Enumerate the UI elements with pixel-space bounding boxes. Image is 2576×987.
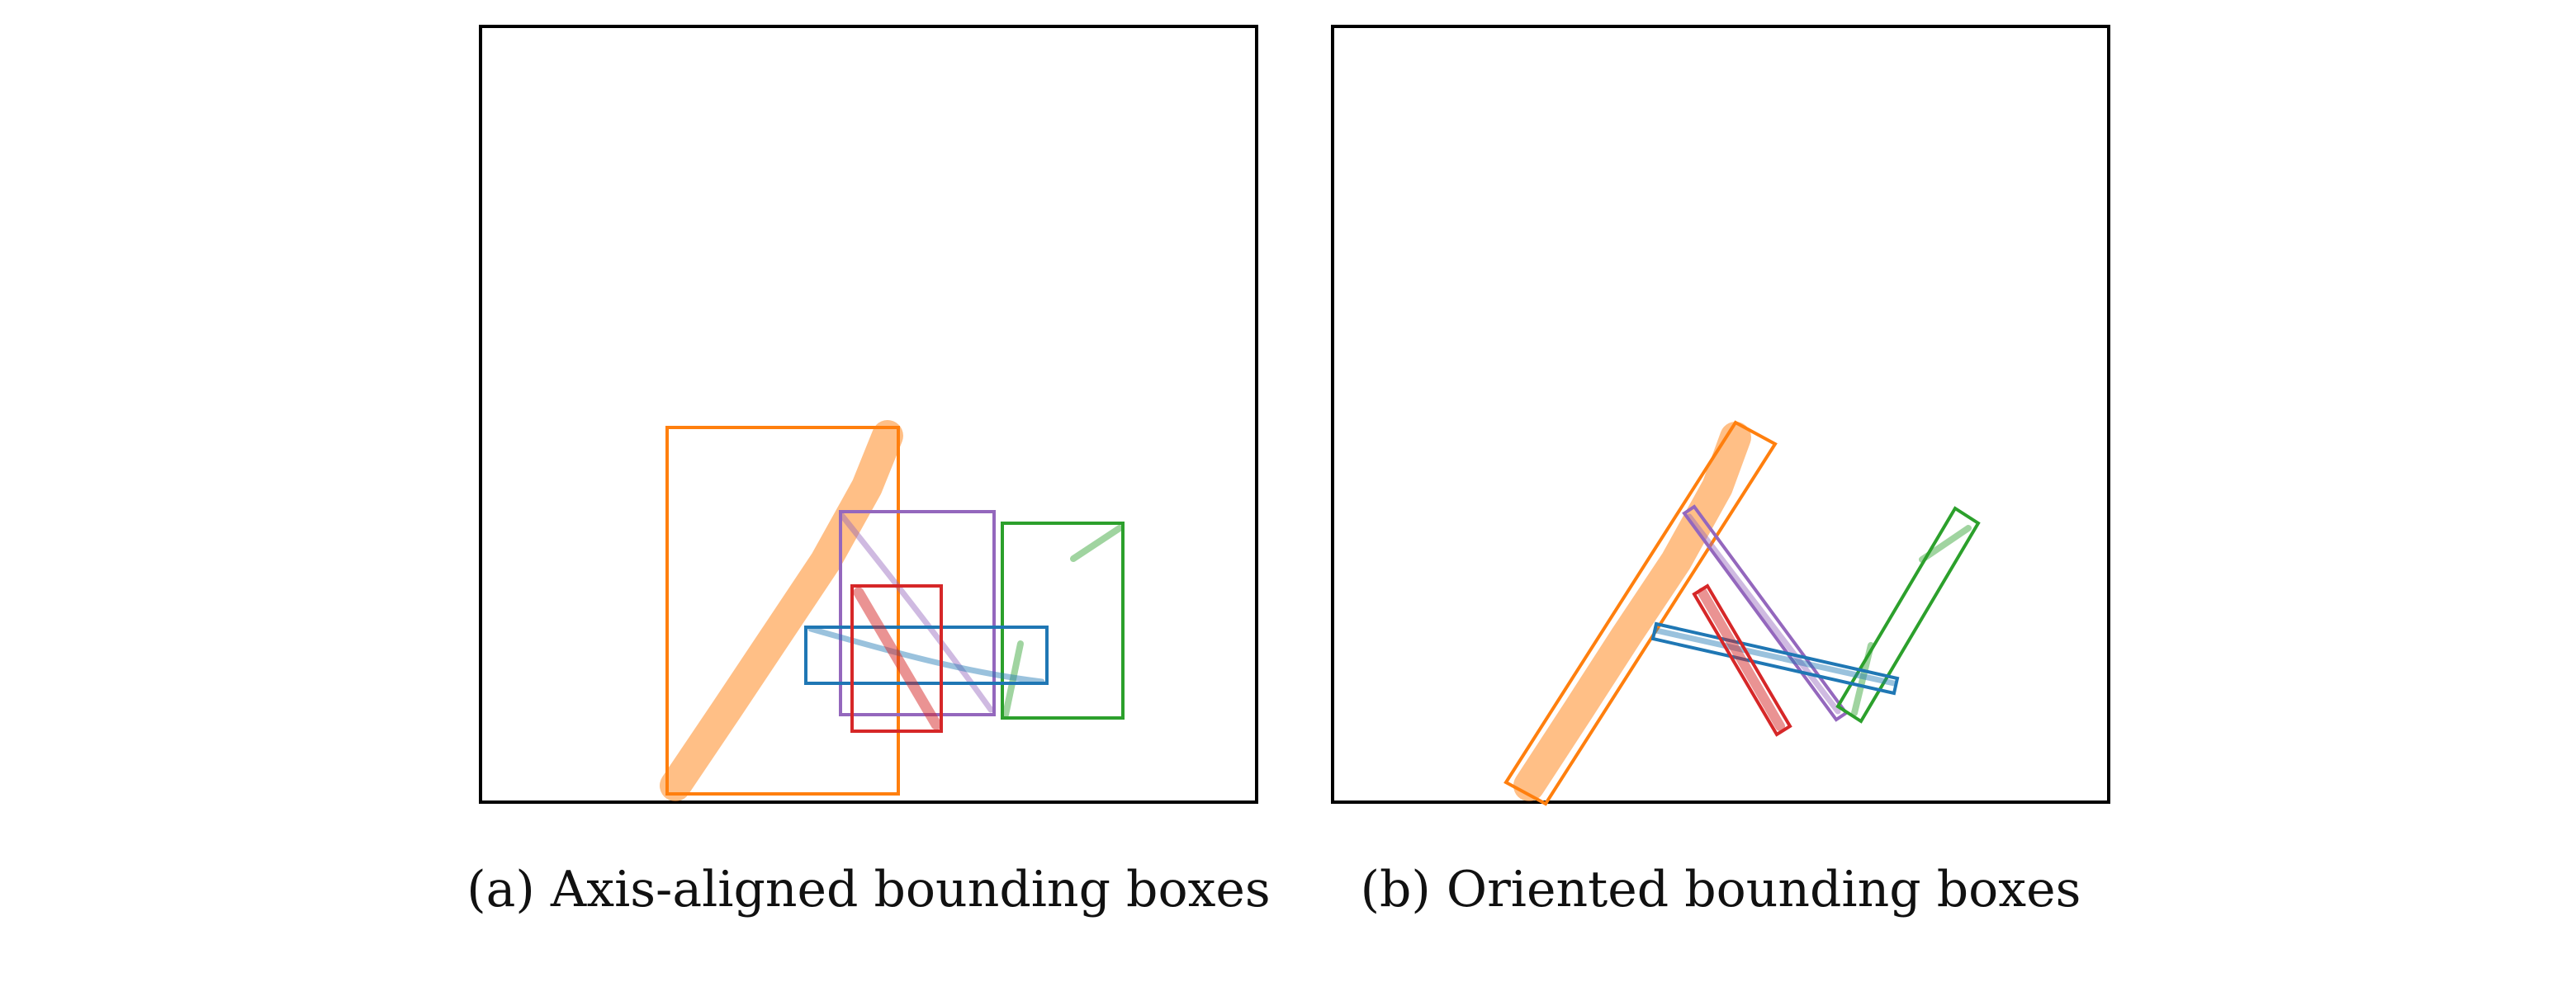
red-object-stroke (1698, 588, 1785, 731)
blue-object-stroke (1653, 627, 1897, 687)
orange-object-stroke (1513, 422, 1751, 801)
purple-axis-aligned-box (839, 510, 996, 716)
green-oriented-box (1835, 506, 1981, 724)
panel-a (479, 25, 1258, 804)
purple-object-stroke (839, 512, 994, 713)
blue-axis-aligned-box (804, 626, 1049, 685)
red-axis-aligned-box (850, 584, 943, 733)
orange-object-stroke (660, 420, 903, 801)
orange-oriented-box (1503, 420, 1778, 806)
green-object-stroke-upper (1070, 525, 1123, 562)
blue-oriented-box (1650, 621, 1900, 696)
panel-a-caption: (a) Axis-aligned bounding boxes (466, 861, 1270, 919)
purple-object-stroke (1686, 513, 1841, 715)
green-object-stroke-lower (1002, 640, 1024, 718)
blue-object-stroke (807, 626, 1045, 685)
green-axis-aligned-box (1001, 522, 1125, 720)
red-oriented-box (1692, 583, 1792, 737)
orange-axis-aligned-box (665, 426, 900, 796)
panel-a-frame (479, 25, 1258, 804)
red-object-stroke (853, 587, 942, 730)
panel-b-caption: (b) Oriented bounding boxes (1361, 861, 2081, 919)
panel-b (1331, 25, 2110, 806)
panel-b-frame (1331, 25, 2110, 804)
